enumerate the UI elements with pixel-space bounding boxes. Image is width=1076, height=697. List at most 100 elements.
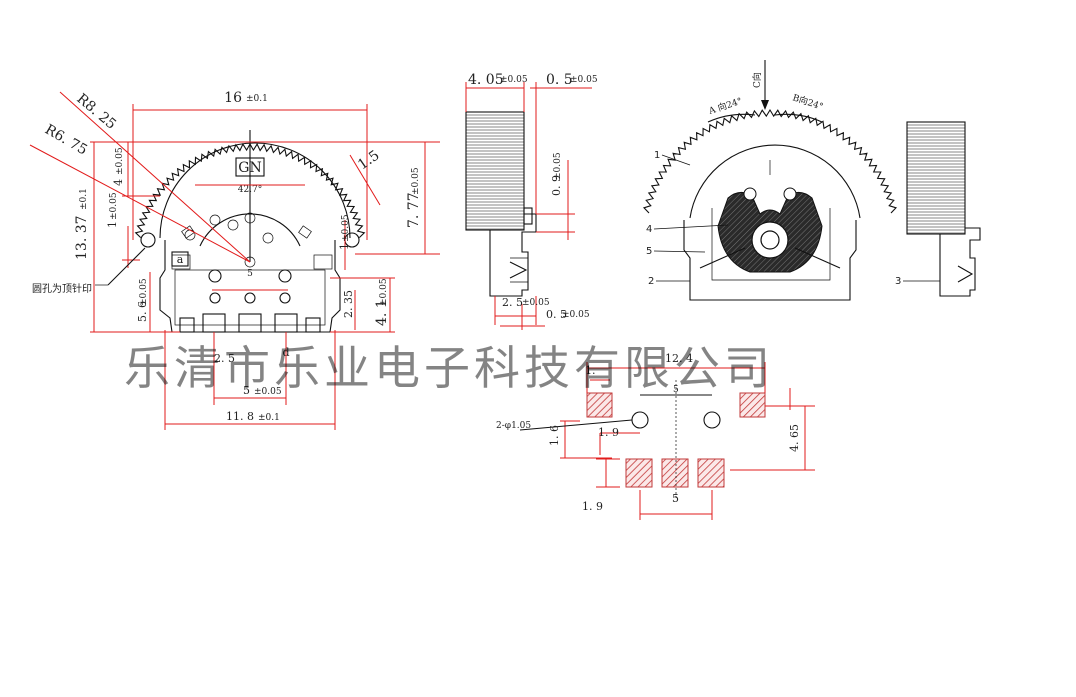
- dim-height-tol: ±0.1: [79, 188, 89, 210]
- dim-0-9-tol: ±0.05: [553, 152, 563, 180]
- part-label-3: 3: [895, 276, 901, 287]
- side-wheel-ribs: [466, 114, 524, 230]
- side-body: [489, 213, 537, 297]
- side-terminal-small: [957, 265, 974, 283]
- dim-4: 4: [112, 179, 125, 186]
- angle-label: 42.7°: [238, 185, 263, 195]
- contact-hole: [279, 292, 291, 304]
- exploded-inner-housing: [711, 208, 831, 281]
- exploded-wheel-arc: [642, 108, 898, 214]
- terminal-right: [274, 313, 298, 333]
- center-shaft: [760, 230, 780, 250]
- foot-right: [305, 317, 321, 333]
- side-wheel: [465, 111, 525, 231]
- dim-0-5-top-tol: ±0.05: [570, 75, 598, 85]
- dim-1-9-mid: 1. 9: [598, 426, 619, 439]
- hole-note: 2-φ1.05: [496, 421, 531, 431]
- dim-5-6-tol: ±0.05: [139, 278, 149, 306]
- part-label-4: 4: [646, 224, 652, 235]
- dim-11-8-tol: ±0.1: [258, 413, 280, 423]
- dim-0-5-top: 0. 5: [546, 72, 573, 88]
- pad-bottom-2: [661, 458, 689, 488]
- dim-0-9: 0. 9: [550, 175, 563, 196]
- dim-height: 13. 37: [74, 215, 90, 260]
- dim-r-inner: R6. 75: [42, 122, 90, 159]
- terminal-center: [238, 313, 262, 333]
- dim-1-right-tol: ±0.05: [341, 214, 351, 242]
- dir-b: B向24°: [791, 91, 825, 112]
- dim-1-6: 1. 6: [548, 425, 561, 446]
- ejector-note: 圆孔为顶针印: [32, 282, 92, 295]
- company-watermark: 乐清市乐业电子科技有限公司: [124, 341, 774, 395]
- foot-left: [179, 317, 195, 333]
- rivet-left: [743, 187, 757, 201]
- dim-1-left: 1: [106, 221, 119, 228]
- dim-4-05: 4. 05: [468, 72, 504, 88]
- locating-hole-right: [703, 411, 721, 429]
- side-view: 4. 05 ±0.05 0. 5 ±0.05 0. 9 ±0.05 2. 5 ±…: [465, 72, 598, 330]
- dim-2-5-side: 2. 5: [502, 296, 523, 309]
- dim-7-77: 7. 77: [406, 192, 422, 228]
- wheel-inner-arc: [159, 142, 351, 239]
- dim-7-77-tol: ±0.05: [411, 167, 421, 195]
- dim-4-1: 4. 1: [374, 299, 390, 326]
- dim-12-4: 12. 4: [665, 352, 693, 365]
- dim-5-bottom-fp: 5: [672, 492, 679, 505]
- dim-1-left-tol: ±0.05: [109, 192, 119, 220]
- dim-0-5-bottom-tol: ±0.05: [562, 310, 590, 320]
- dim-1-right: 1: [338, 243, 351, 250]
- dim-5-6: 5. 6: [136, 301, 149, 322]
- mount-hole: [227, 219, 239, 231]
- side-terminal: [509, 261, 528, 279]
- contact-hole: [208, 269, 222, 283]
- pcb-footprint: 12. 4 1. 5 1. 9 1. 6 4. 65 1. 9 5 2-φ1.0…: [496, 352, 815, 520]
- dim-5-bottom: 5: [243, 384, 250, 397]
- mount-hole: [209, 214, 221, 226]
- dim-width: 16: [224, 90, 242, 106]
- clip-left: [181, 225, 195, 239]
- clip-right: [298, 225, 312, 239]
- dim-r-outer: R8. 25: [73, 91, 119, 133]
- pin-label-a: a: [177, 253, 184, 266]
- dim-1-5: 1.5: [355, 147, 382, 173]
- center-mark: 5: [247, 269, 253, 279]
- exploded-view: C向 A 向24° B向24° 1 4 5 2 3: [642, 60, 981, 301]
- side-wheel-small-ribs: [907, 124, 965, 234]
- pad-bottom-3: [697, 458, 725, 488]
- part-label-1: 1: [654, 150, 660, 161]
- dim-1-top: 1.: [585, 364, 596, 377]
- dim-5-top: 5: [673, 385, 679, 395]
- terminal-left: [202, 313, 226, 333]
- dim-5-bottom-tol: ±0.05: [254, 387, 282, 397]
- dim-2-35: 2. 35: [342, 290, 355, 318]
- ejector-hole: [140, 232, 156, 248]
- side-body-small: [939, 227, 981, 297]
- mount-hole: [262, 232, 274, 244]
- pad-top-left: [586, 392, 613, 418]
- slot-right: [313, 254, 333, 270]
- dim-1-9-bottom: 1. 9: [582, 500, 603, 513]
- exploded-inner-arc: [689, 144, 861, 219]
- contact-hole: [244, 292, 256, 304]
- locating-hole-left: [631, 411, 649, 429]
- dim-4-05-tol: ±0.05: [500, 75, 528, 85]
- rivet-right: [783, 187, 797, 201]
- dim-4-1-tol: ±0.05: [379, 278, 389, 306]
- dir-c: C向: [751, 72, 763, 88]
- pad-bottom-1: [625, 458, 653, 488]
- dim-4-tol: ±0.05: [115, 147, 125, 175]
- dim-0-5-bottom: 0. 5: [546, 308, 567, 321]
- pin-a-box: [171, 251, 189, 267]
- arrow-a: [707, 113, 756, 123]
- dim-width-tol: ±0.1: [246, 94, 268, 104]
- pad-top-right: [739, 392, 766, 418]
- contact-hole: [278, 269, 292, 283]
- contact-hole: [209, 292, 221, 304]
- part-label-2: 2: [648, 276, 654, 287]
- inner-frame: [174, 269, 326, 326]
- side-wheel-small: [906, 121, 966, 235]
- side-tab: [523, 207, 533, 225]
- part-label-5: 5: [646, 246, 652, 257]
- arrow-c: [761, 100, 769, 110]
